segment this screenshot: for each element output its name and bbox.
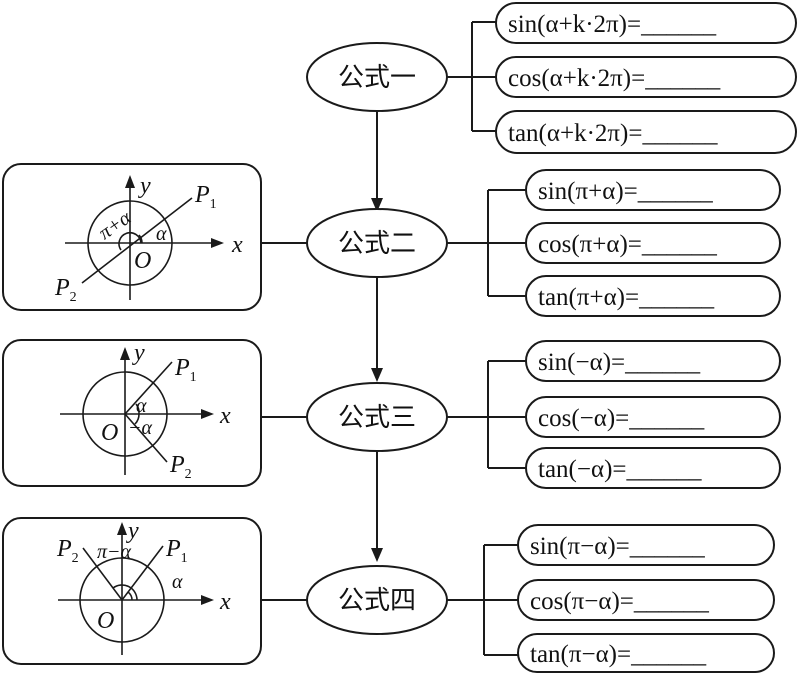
svg-text:cos(π+α)=______: cos(π+α)=______ [538, 231, 717, 258]
left-connectors [262, 242, 307, 601]
answer-blank: ______ [628, 405, 705, 432]
answer-blank: ______ [644, 65, 721, 92]
node-formula-2: 公式二 [306, 208, 448, 278]
svg-text:P1: P1 [165, 536, 188, 566]
svg-text:sin(α+k·2π)=______: sin(α+k·2π)=______ [508, 11, 717, 38]
node-2-label: 公式二 [338, 229, 416, 259]
svg-text:tan(π+α)=______: tan(π+α)=______ [538, 284, 715, 311]
x-axis-label: x [219, 403, 231, 429]
bracket-2 [447, 189, 526, 297]
answer-blank: ______ [633, 588, 710, 615]
formula-box-tan-4: tan(π−α)=______ [517, 633, 775, 673]
svg-text:P2: P2 [169, 452, 192, 482]
origin-label: O [101, 420, 118, 446]
formula-box-sin-3: sin(−α)=______ [525, 340, 781, 382]
y-axis-label: y [126, 518, 139, 544]
formula-box-sin-4: sin(π−α)=______ [517, 524, 775, 566]
svg-text:cos(−α)=______: cos(−α)=______ [538, 405, 705, 432]
answer-blank: ______ [626, 456, 703, 483]
p2-label: P [54, 275, 70, 301]
y-axis-label: y [138, 173, 151, 199]
neg-alpha-label: −α [128, 417, 152, 439]
svg-text:sin(π−α)=______: sin(π−α)=______ [530, 533, 705, 560]
origin-label: O [134, 248, 151, 274]
node-1-label: 公式一 [338, 63, 416, 93]
svg-text:P2: P2 [56, 536, 79, 566]
answer-blank: ______ [638, 284, 715, 311]
formula-text: tan(π−α)= [530, 641, 631, 668]
alpha-label: α [156, 223, 167, 245]
formula-text: cos(π−α)= [530, 588, 634, 615]
main-chain-arrows [371, 112, 383, 562]
answer-blank: ______ [630, 641, 707, 668]
node-formula-1: 公式一 [306, 42, 448, 112]
formula-box-sin-1: sin(α+k·2π)=______ [495, 2, 797, 44]
answer-blank: ______ [640, 11, 717, 38]
answer-blank: ______ [641, 120, 718, 147]
p1-label: P [194, 182, 210, 208]
formula-text: cos(α+k·2π)= [508, 65, 645, 92]
formula-text: tan(α+k·2π)= [508, 120, 642, 147]
unit-circle-pi-minus-alpha: x y O α π−α P1 P2 [2, 517, 262, 665]
formula-box-cos-3: cos(−α)=______ [525, 396, 781, 438]
node-4-label: 公式四 [338, 586, 416, 616]
formula-box-cos-2: cos(π+α)=______ [525, 222, 781, 264]
p2-label: P [169, 452, 185, 478]
formula-box-cos-1: cos(α+k·2π)=______ [495, 56, 797, 98]
formula-text: tan(−α)= [538, 456, 627, 483]
alpha-label: α [172, 571, 183, 593]
node-formula-3: 公式三 [306, 382, 448, 452]
unit-circle-neg-alpha: x y O α −α P1 P2 [2, 339, 262, 487]
svg-text:cos(α+k·2π)=______: cos(α+k·2π)=______ [508, 65, 721, 92]
svg-text:sin(π+α)=______: sin(π+α)=______ [538, 178, 713, 205]
pi-minus-alpha-label: π−α [97, 541, 132, 563]
answer-blank: ______ [629, 533, 706, 560]
node-3-label: 公式三 [338, 403, 416, 433]
p1-label: P [165, 536, 181, 562]
svg-text:sin(−α)=______: sin(−α)=______ [538, 349, 701, 376]
formula-box-sin-2: sin(π+α)=______ [525, 169, 781, 211]
x-axis-label: x [219, 589, 231, 615]
formula-box-tan-1: tan(α+k·2π)=______ [495, 110, 797, 154]
svg-text:cos(π−α)=______: cos(π−α)=______ [530, 588, 709, 615]
p1-label: P [174, 355, 190, 381]
svg-text:P1: P1 [174, 355, 197, 385]
svg-text:P1: P1 [194, 182, 217, 212]
unit-circle-pi-plus-alpha: x y O α π+α P1 P2 [2, 163, 262, 311]
formula-text: tan(π+α)= [538, 284, 639, 311]
svg-text:tan(−α)=______: tan(−α)=______ [538, 456, 702, 483]
svg-text:P2: P2 [54, 275, 77, 305]
bracket-3 [447, 360, 526, 469]
formula-text: cos(π+α)= [538, 231, 642, 258]
node-formula-4: 公式四 [306, 565, 448, 635]
answer-blank: ______ [637, 178, 714, 205]
answer-blank: ______ [641, 231, 718, 258]
bracket-1 [447, 21, 497, 132]
alpha-label: α [136, 395, 147, 417]
formula-text: sin(π−α)= [530, 533, 630, 560]
formula-text: cos(−α)= [538, 405, 629, 432]
svg-text:tan(π−α)=______: tan(π−α)=______ [530, 641, 707, 668]
formula-text: sin(α+k·2π)= [508, 11, 641, 38]
x-axis-label: x [231, 232, 243, 258]
formula-box-tan-2: tan(π+α)=______ [525, 275, 781, 317]
answer-blank: ______ [624, 349, 701, 376]
svg-text:tan(α+k·2π)=______: tan(α+k·2π)=______ [508, 120, 718, 147]
formula-text: sin(π+α)= [538, 178, 638, 205]
y-axis-label: y [132, 340, 145, 366]
p2-label: P [56, 536, 72, 562]
bracket-4 [447, 544, 518, 656]
formula-box-tan-3: tan(−α)=______ [525, 447, 781, 489]
formula-box-cos-4: cos(π−α)=______ [517, 579, 775, 621]
formula-text: sin(−α)= [538, 349, 625, 376]
origin-label: O [97, 608, 114, 634]
